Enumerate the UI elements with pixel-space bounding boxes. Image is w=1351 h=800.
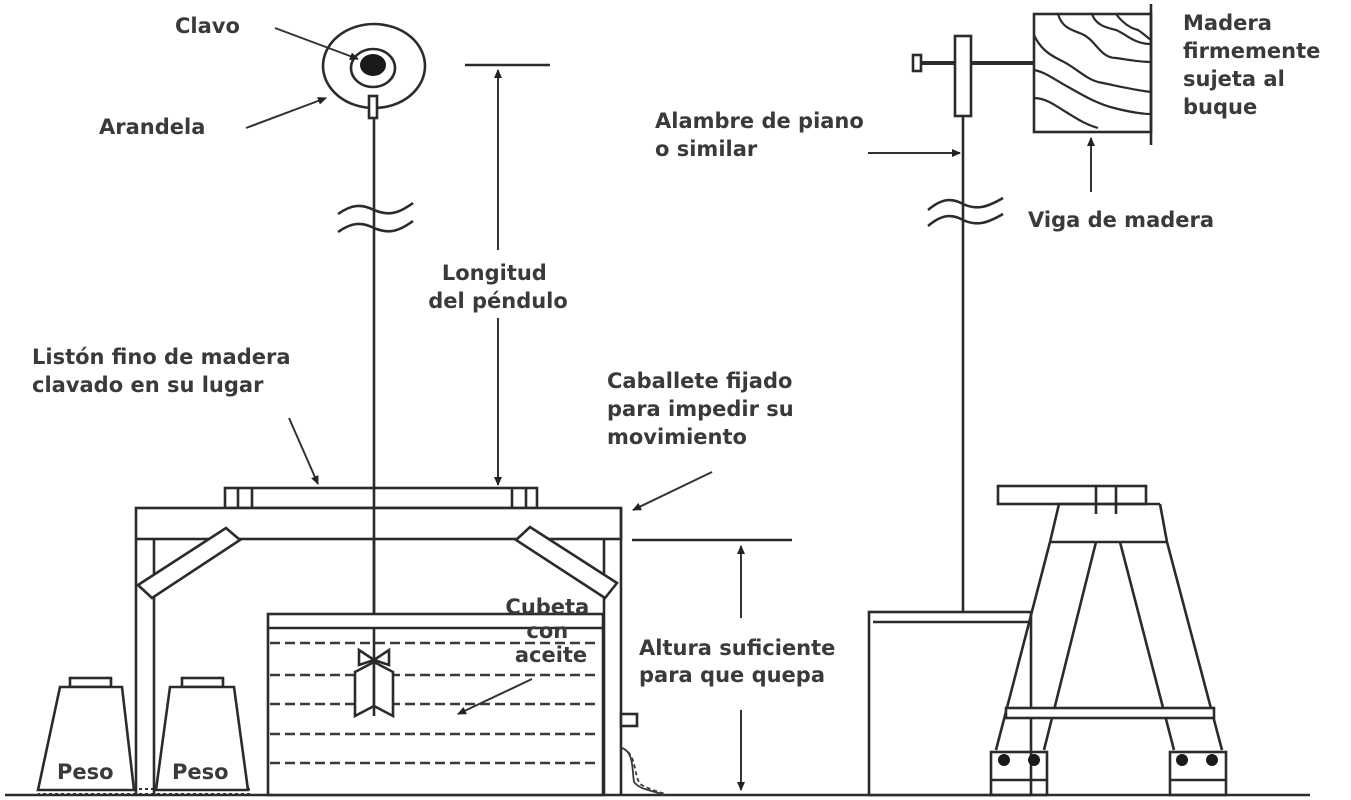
label-peso-right: Peso [172,760,229,784]
arandela-arrow [245,97,327,129]
caballete-arrow [632,471,713,511]
right-tank [867,610,1033,797]
clamp-plate [953,34,973,118]
label-clavo: Clavo [175,14,240,38]
weight-left [36,676,136,792]
break-mark-icon [927,196,1004,227]
weight-right [154,676,250,792]
clavo-arrow [274,27,359,60]
washer-icon [321,22,427,120]
cubeta-arrow [457,678,533,715]
label-longitud: Longitud del péndulo [428,261,568,313]
label-altura: Altura suficiente para que quepa [639,636,843,687]
trestle-beam [134,506,623,541]
left-brace [135,526,243,600]
label-madera: Madera firmemente sujeta al buque [1183,11,1328,119]
ground-footing [38,788,253,794]
wood-block-icon [1032,4,1153,145]
label-liston: Listón fino de madera clavado en su luga… [32,345,298,397]
thin-batten [223,486,539,510]
sawhorse [989,484,1228,797]
damper-vane-icon [353,647,395,719]
label-peso-left: Peso [57,760,114,784]
label-alambre: Alambre de piano o similar [655,109,871,161]
break-mark-icon [337,201,414,234]
liston-arrow [288,417,319,485]
right-brace [513,525,619,600]
label-caballete: Caballete fijado para impedir su movimie… [607,369,801,449]
label-viga: Viga de madera [1028,208,1214,232]
label-arandela: Arandela [99,115,205,139]
label-cubeta: Cubeta con aceite [505,595,596,667]
